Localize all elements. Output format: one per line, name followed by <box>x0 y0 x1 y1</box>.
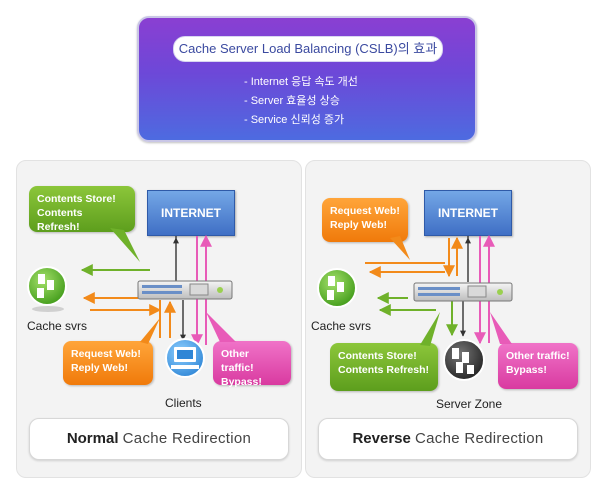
server-zone-icon <box>443 339 485 381</box>
cache-servers-label: Cache svrs <box>27 319 88 333</box>
request-web-bubble: Request Web! Reply Web! <box>322 198 408 242</box>
cache-servers-icon <box>27 266 67 306</box>
other-traffic-bubble: Other traffic! Bypass! <box>498 343 578 389</box>
bubble-tail <box>206 312 236 342</box>
internet-box: INTERNET <box>147 190 235 236</box>
contents-store-bubble: Contents Store! Contents Refresh! <box>29 186 135 233</box>
summary-list: - Internet 응답 속도 개선 - Server 효율성 상승 - Se… <box>244 73 358 130</box>
summary-item: - Server 효율성 상승 <box>244 95 340 107</box>
summary-title: Cache Server Load Balancing (CSLB)의 효과 <box>173 36 443 62</box>
request-web-bubble: Request Web! Reply Web! <box>63 341 153 385</box>
switch-icon <box>413 282 513 302</box>
summary-item: - Internet 응답 속도 개선 <box>244 76 358 88</box>
contents-store-bubble: Contents Store! Contents Refresh! <box>330 343 438 391</box>
normal-cache-panel: INTERNET Contents Store! Contents Refres… <box>16 160 302 478</box>
client-computer-icon <box>165 338 205 378</box>
summary-item: - Service 신뢰성 증가 <box>244 114 345 126</box>
bubble-tail <box>420 312 440 346</box>
normal-mode-label: Normal Cache Redirection <box>29 418 289 460</box>
bubble-tail <box>390 236 410 260</box>
mode-description: Cache Redirection <box>122 430 252 447</box>
cache-servers-icon <box>317 268 357 308</box>
mode-name: Reverse <box>352 430 411 447</box>
reverse-cache-panel: INTERNET Request Web! Reply Web! Content… <box>305 160 591 478</box>
other-traffic-bubble: Other traffic! Bypass! <box>213 341 291 388</box>
server-zone-label: Server Zone <box>436 397 503 411</box>
bubble-tail <box>490 312 512 344</box>
mode-description: Cache Redirection <box>415 430 544 447</box>
cache-servers-label: Cache svrs <box>311 319 372 333</box>
mode-name: Normal <box>66 430 119 447</box>
clients-label: Clients <box>165 396 202 410</box>
bubble-tail <box>110 228 140 262</box>
summary-box: Cache Server Load Balancing (CSLB)의 효과 -… <box>137 16 477 142</box>
internet-box: INTERNET <box>424 190 512 236</box>
switch-icon <box>137 280 233 300</box>
bubble-tail <box>140 318 160 344</box>
cache-servers-shadow <box>32 306 64 312</box>
reverse-mode-label: Reverse Cache Redirection <box>318 418 578 460</box>
